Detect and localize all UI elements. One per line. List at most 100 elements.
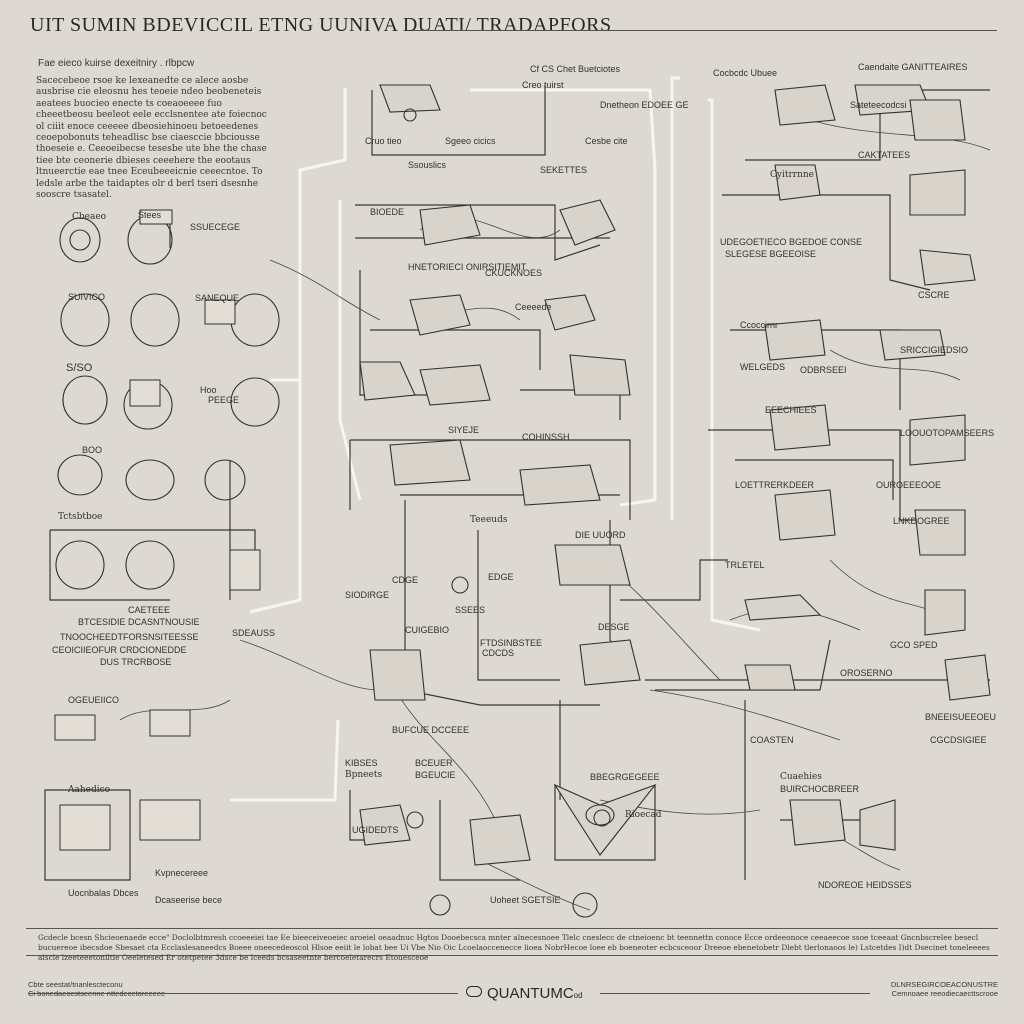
label-left-e: SANEQUE (195, 293, 240, 303)
label-top-center-f: Cesbe cite (585, 136, 628, 146)
label-top-center-e: Sgeeo cicics (445, 136, 496, 146)
label-left-i: Tctsbtboe (58, 512, 103, 522)
title-rule (412, 30, 997, 31)
label-left-h: BOO (82, 445, 103, 455)
footer-rule-left (28, 993, 458, 994)
brand-suffix: od (573, 991, 583, 1000)
label-right-s: BUIRCHOCBREER (780, 784, 860, 794)
caption-band (26, 928, 998, 956)
caption-text: Gcdecle bcesn Shcieoenaede ecce" Doclolb… (38, 933, 990, 962)
label-center-f: SDEAUSS (232, 628, 276, 638)
label-right-m: TRLETEL (725, 560, 765, 570)
intro-body: Sacecebeoe rsoe ke lexeanedte ce alece a… (36, 76, 267, 201)
label-center-s: BBEGRGEGEEE (590, 772, 660, 782)
footer-right: DLNRSEGIRCOEACONUSTRE Cemnoaee reeodieca… (874, 980, 998, 998)
label-left-o: OGEUEIICO (68, 695, 120, 705)
label-right-k: LOETTRERKDEER (735, 480, 815, 490)
label-mid-d: CKUCKNOES (485, 268, 543, 278)
label-right-q: CGCDSIGIEE (930, 735, 987, 745)
label-top-right-d: CAKTATEES (858, 150, 911, 160)
label-top-center-a: Cf CS Chet Buetciotes (530, 64, 621, 74)
footer-brand: QUANTUMCod (466, 985, 583, 1002)
label-left-p: Aahedico (68, 785, 111, 795)
label-mid-f: Ceeeede (515, 302, 552, 312)
label-center-n: Bpneets (345, 770, 383, 780)
footer-rule-right (600, 993, 870, 994)
label-top-center-d: Cruo tieo (365, 136, 402, 146)
footer-right-line2: Cemnoaee reeodiecaecttscrooe (891, 989, 998, 998)
label-center-q: Uoheet SGETSIE (490, 895, 561, 905)
label-center-u: PEEGE (208, 395, 240, 405)
label-left-l: TNOOCHEEDTFORSNSITEESSE (60, 632, 199, 642)
brand-name: QUANTUMC (487, 985, 574, 1002)
label-left-q: Uocnbalas Dbces (68, 888, 139, 898)
label-left-k: BTCESIDIE DCASNTNOUSIE (78, 617, 200, 627)
label-center-p: UGIDEDTS (352, 825, 399, 835)
label-center-h: SSEES (455, 605, 486, 615)
center-devices (359, 84, 657, 918)
label-left-g: Hoo (200, 385, 217, 395)
left-dials (54, 209, 280, 851)
footer-right-line1: DLNRSEGIRCOEACONUSTRE (890, 980, 998, 989)
label-center-i: FTDSINBSTEE (480, 638, 543, 648)
label-left-c: SUIVICO (68, 292, 106, 302)
label-left-s: Dcaseerise bece (155, 895, 223, 905)
label-mid-g: SIYEJE (448, 425, 480, 435)
label-right-u: COASTEN (750, 735, 794, 745)
label-left-d: SSUECEGE (190, 222, 241, 232)
label-right-f: SRICCIGIEDSIO (900, 345, 969, 355)
label-mid-c: HNETORIECI ONIRSITIEMIT (408, 262, 527, 272)
label-center-t: DESGE (598, 622, 630, 632)
label-center-c: SIODIRGE (345, 590, 390, 600)
label-left-n: DUS TRCRBOSE (100, 657, 172, 667)
label-right-i: EEECHIEES (765, 405, 817, 415)
label-right-c: Cyitrrnne (770, 170, 814, 180)
label-left-a: Cbeaeo (72, 212, 107, 222)
label-center-d: CDGE (392, 575, 419, 585)
right-devices (744, 84, 991, 851)
brand-logo-icon (466, 986, 482, 997)
label-center-k: BUFCUE DCCEEE (392, 725, 470, 735)
footer-left: Cbte seestat/tnanlescteconu Ci bonedaeoc… (28, 980, 165, 998)
label-right-r: Cuaehies (780, 772, 822, 782)
label-center-a: Teeeuds (470, 515, 508, 525)
label-right-v: LNKDOGREE (893, 516, 950, 526)
label-right-j: LOOUOTOPAMSEERS (900, 428, 995, 438)
label-right-p: BNEEISUEEOEU (925, 712, 997, 722)
label-right-d: CSCRE (918, 290, 950, 300)
label-center-j: CDCDS (482, 648, 515, 658)
label-right-e: Ccoccirnr (740, 320, 779, 330)
label-top-right-a: Cocbcdc Ubuee (713, 68, 778, 78)
label-right-g: WELGEDS (740, 362, 786, 372)
wiring (44, 85, 990, 881)
label-mid-e: BIOEDE (370, 207, 405, 217)
label-center-b: DIE UUORD (575, 530, 626, 540)
label-center-l: KIBSES (345, 758, 378, 768)
label-right-l: OUROEEEOOE (876, 480, 942, 490)
label-top-right-c: Sateteecodcsi (850, 100, 907, 110)
label-center-o: BGEUCIE (415, 770, 456, 780)
label-right-a: UDEGOETIECO BGEDOE CONSE (720, 237, 863, 247)
label-right-h: ODBRSEEI (800, 365, 847, 375)
label-right-o: OROSERNO (840, 668, 893, 678)
label-center-m: BCEUER (415, 758, 453, 768)
label-mid-b: SEKETTES (540, 165, 588, 175)
label-left-j: CAETEEE (128, 605, 171, 615)
label-center-e: EDGE (488, 572, 514, 582)
label-left-r: Kvpnecereee (155, 868, 209, 878)
label-left-m: CEOICIIEOFUR CRDCIONEDDE (52, 645, 187, 655)
label-mid-h: COHINSSH (522, 432, 570, 442)
intro-heading: Fae eieco kuirse dexeitniry . rlbpcw (38, 58, 195, 69)
label-mid-a: Ssouslics (408, 160, 447, 170)
label-top-right-b: Caendaite GANITTEAIRES (858, 62, 968, 72)
label-top-center-b: Creo tuirst (522, 80, 564, 90)
label-right-b: SLEGESE BGEEOISE (725, 249, 817, 259)
highlight-wires (230, 76, 761, 802)
label-left-b: Stees (138, 210, 162, 220)
label-center-g: CUIGEBIO (405, 625, 450, 635)
label-top-center-c: Dnetheon EDOEE GE (600, 100, 689, 110)
label-right-n: GCO SPED (890, 640, 938, 650)
label-left-f: S/SO (66, 362, 93, 374)
label-center-r: Rioecad (625, 810, 662, 820)
